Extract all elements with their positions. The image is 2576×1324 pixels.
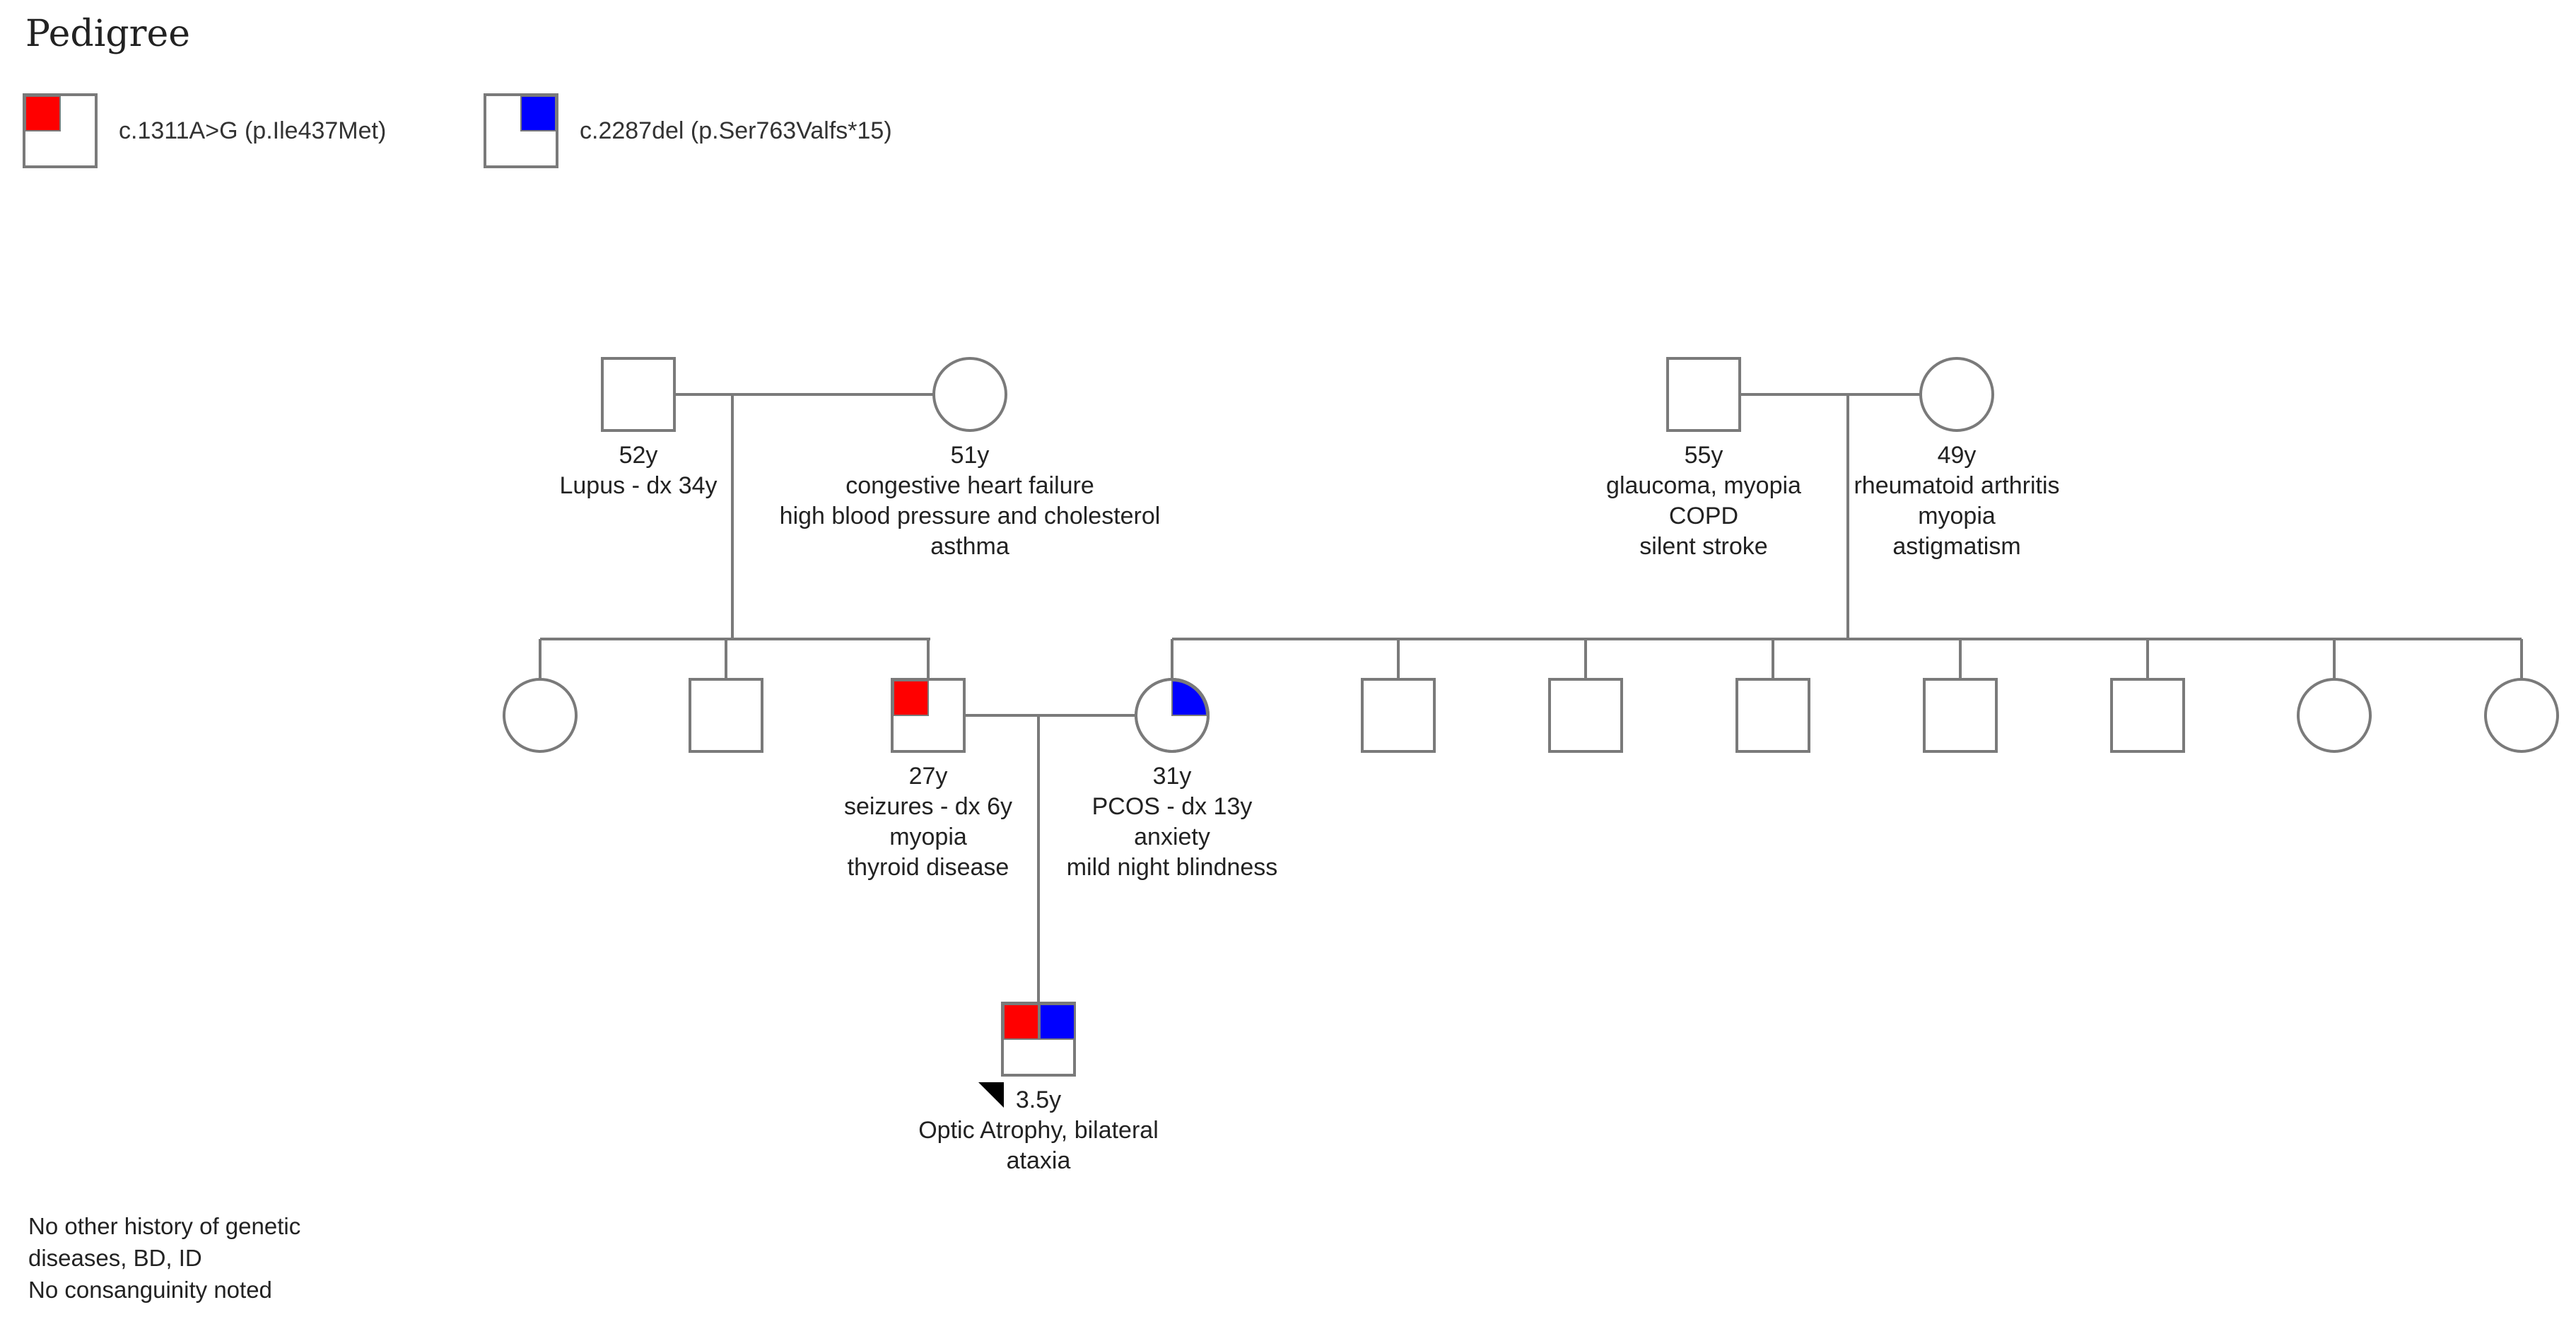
legend-item-variant2: c.2287del (p.Ser763Valfs*15) bbox=[484, 93, 892, 168]
female-circle-icon bbox=[932, 357, 1007, 432]
individual-maunt2 bbox=[2484, 678, 2559, 753]
condition-label: ataxia bbox=[1007, 1147, 1071, 1174]
variant1-marker bbox=[1003, 1004, 1039, 1040]
condition-label: mild night blindness bbox=[1067, 854, 1278, 881]
age-label: 55y bbox=[1685, 442, 1723, 469]
condition-label: asthma bbox=[930, 533, 1009, 560]
male-square-icon bbox=[1548, 678, 1623, 753]
condition-label: glaucoma, myopia bbox=[1606, 472, 1801, 499]
male-square-icon bbox=[601, 357, 676, 432]
note-line: diseases, BD, ID bbox=[28, 1245, 202, 1271]
condition-label: PCOS - dx 13y bbox=[1092, 793, 1253, 820]
individual-muncle1 bbox=[1361, 678, 1436, 753]
individual-muncle5 bbox=[2110, 678, 2185, 753]
age-label: 49y bbox=[1938, 442, 1977, 469]
female-circle-icon bbox=[2297, 678, 2372, 753]
male-square-icon bbox=[1666, 357, 1741, 432]
individual-muncle2 bbox=[1548, 678, 1623, 753]
male-square-icon bbox=[1735, 678, 1810, 753]
condition-label: myopia bbox=[1918, 503, 1996, 529]
condition-label: thyroid disease bbox=[848, 854, 1009, 881]
individual-maunt1 bbox=[2297, 678, 2372, 753]
female-circle-icon bbox=[2484, 678, 2559, 753]
individual-muncle3 bbox=[1735, 678, 1810, 753]
variant1-marker bbox=[893, 680, 929, 716]
individual-puncle bbox=[689, 678, 763, 753]
condition-label: rheumatoid arthritis bbox=[1854, 472, 2059, 499]
condition-label: congestive heart failure bbox=[845, 472, 1094, 499]
variant2-marker bbox=[1039, 1004, 1075, 1040]
variant2-marker bbox=[1171, 679, 1208, 716]
legend-item-variant1: c.1311A>G (p.Ile437Met) bbox=[23, 93, 386, 168]
age-label: 52y bbox=[619, 442, 658, 469]
note-line: No other history of genetic bbox=[28, 1213, 301, 1239]
individual-mgm: 49y rheumatoid arthritis myopia astigmatism bbox=[1854, 357, 2060, 560]
condition-label: high blood pressure and cholesterol bbox=[780, 503, 1161, 529]
condition-label: Optic Atrophy, bilateral bbox=[918, 1117, 1159, 1144]
proband-arrow-icon bbox=[978, 1082, 1004, 1108]
legend-swatch bbox=[25, 95, 61, 131]
individual-muncle4 bbox=[1923, 678, 1998, 753]
female-circle-icon bbox=[1919, 357, 1994, 432]
female-outline bbox=[1135, 678, 1210, 753]
male-square-icon bbox=[1361, 678, 1436, 753]
female-circle-icon bbox=[503, 678, 578, 753]
condition-label: myopia bbox=[889, 824, 967, 850]
age-label: 3.5y bbox=[1016, 1086, 1061, 1113]
individual-paunt bbox=[503, 678, 578, 753]
legend-label: c.1311A>G (p.Ile437Met) bbox=[119, 117, 386, 144]
legend-label: c.2287del (p.Ser763Valfs*15) bbox=[580, 117, 892, 144]
male-square-icon bbox=[2110, 678, 2185, 753]
condition-label: seizures - dx 6y bbox=[844, 793, 1012, 820]
notes: No other history of genetic diseases, BD… bbox=[28, 1210, 300, 1306]
male-square-icon bbox=[689, 678, 763, 753]
age-label: 27y bbox=[909, 763, 948, 790]
condition-label: astigmatism bbox=[1892, 533, 2020, 560]
condition-label: anxiety bbox=[1134, 824, 1210, 850]
male-square-icon bbox=[1923, 678, 1998, 753]
age-label: 51y bbox=[951, 442, 990, 469]
note-line: No consanguinity noted bbox=[28, 1277, 272, 1303]
legend-swatch bbox=[520, 95, 556, 131]
condition-label: silent stroke bbox=[1639, 533, 1767, 560]
condition-label: COPD bbox=[1669, 503, 1738, 529]
individual-pgm: 51y congestive heart failure high blood pr… bbox=[780, 357, 1161, 560]
individual-father: 27y seizures - dx 6y myopia thyroid disease bbox=[844, 678, 1012, 881]
age-label: 31y bbox=[1153, 763, 1192, 790]
page-title: Pedigree bbox=[25, 13, 191, 55]
condition-label: Lupus - dx 34y bbox=[559, 472, 717, 499]
